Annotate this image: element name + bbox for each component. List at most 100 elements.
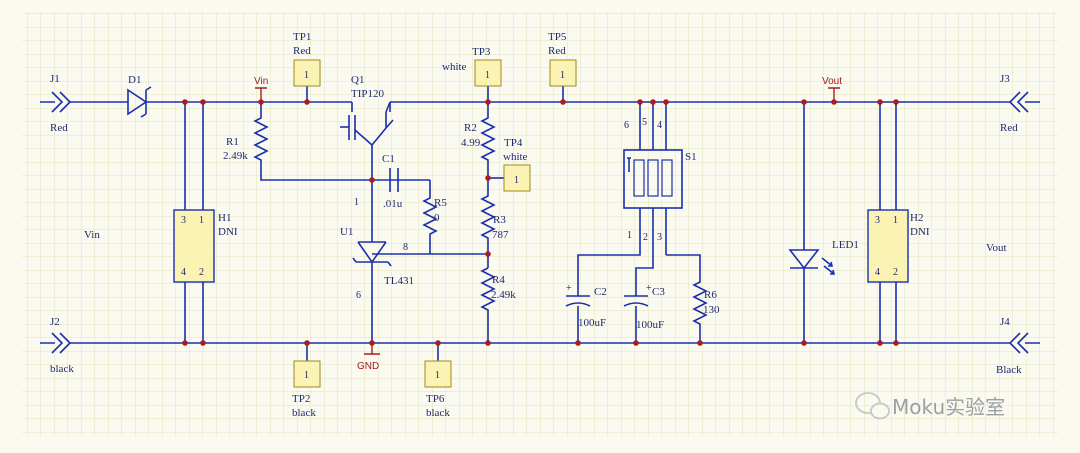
test-point-tp6-ref: TP6 (426, 393, 445, 405)
resistor-r4-value: 2.49k (491, 289, 516, 301)
junction-dot (877, 340, 883, 346)
junction-dot (369, 177, 375, 183)
capacitor-c2-value: 100uF (578, 317, 606, 329)
junction-dot (304, 340, 310, 346)
regulator-u1-ref: U1 (340, 226, 353, 238)
junction-dot (435, 340, 441, 346)
resistor-r3: R3 787 (480, 178, 509, 268)
tp4-pin: 1 (514, 175, 519, 186)
connector-j1-label: Red (50, 122, 68, 134)
diode-d1-ref: D1 (128, 74, 141, 86)
net-label-vin: Vin (254, 76, 268, 87)
regulator-u1: 1 8 6 U1 TL431 (340, 180, 488, 343)
connector-j3-ref: J3 (1000, 73, 1010, 85)
capacitor-c3-value: 100uF (636, 319, 664, 331)
junction-dot (637, 99, 643, 105)
connector-j4-ref: J4 (1000, 316, 1010, 328)
h1-pin-2: 2 (199, 267, 204, 278)
junction-dot (369, 340, 375, 346)
junction-dot (697, 340, 703, 346)
connector-j4: J4 Black (996, 316, 1040, 376)
transistor-q1-ref: Q1 (351, 74, 364, 86)
junction-dot (200, 340, 206, 346)
tp6-pin: 1 (435, 370, 440, 381)
header-h2-ref: H2 (910, 212, 923, 224)
junction-dot (877, 99, 883, 105)
s1-pin-3: 3 (657, 232, 662, 243)
connector-j3: J3 Red (1000, 73, 1040, 134)
resistor-r6: R6 130 (666, 254, 720, 343)
junction-dot (893, 340, 899, 346)
h2-pin-4: 4 (875, 267, 880, 278)
junction-dot (485, 99, 491, 105)
connector-j4-label: Black (996, 364, 1022, 376)
s1-pin-1: 1 (627, 230, 632, 241)
connector-j2-label: black (50, 363, 74, 375)
junction-dot (485, 340, 491, 346)
junction-dot (304, 99, 310, 105)
resistor-r3-ref: R3 (493, 214, 506, 226)
h1-pin-1: 1 (199, 215, 204, 226)
h2-pin-1: 1 (893, 215, 898, 226)
connector-j3-label: Red (1000, 122, 1018, 134)
test-point-tp5: 1 TP5 Red (548, 31, 577, 102)
connector-j1-ref: J1 (50, 73, 60, 85)
test-point-tp5-label: Red (548, 45, 566, 57)
tp1-pin: 1 (304, 70, 309, 81)
net-label-gnd: GND (357, 361, 379, 372)
u1-pin-6: 6 (356, 290, 361, 301)
connector-j2-ref: J2 (50, 316, 60, 328)
resistor-r3-value: 787 (492, 229, 509, 241)
test-point-tp4-ref: TP4 (504, 137, 523, 149)
resistor-r1: R1 2.49k (223, 102, 430, 181)
s1-pin-5: 5 (642, 117, 647, 128)
junction-dot (200, 99, 206, 105)
switch-s1-ref: S1 (685, 151, 697, 163)
test-point-tp2-label: black (292, 407, 316, 419)
header-h1: 3 1 4 2 H1 DNI (173, 102, 238, 343)
resistor-r4-ref: R4 (492, 274, 505, 286)
junction-dots (182, 99, 899, 346)
junction-dot (182, 340, 188, 346)
led-led1: LED1 (788, 102, 859, 343)
h1-pin-4: 4 (181, 267, 186, 278)
test-point-tp2: 1 TP2 black (292, 343, 321, 419)
test-point-tp6: 1 TP6 black (424, 343, 452, 419)
capacitor-c3-ref: C3 (652, 286, 665, 298)
junction-dot (801, 99, 807, 105)
test-point-tp1: 1 TP1 Red (293, 31, 321, 102)
capacitor-c2-ref: C2 (594, 286, 607, 298)
s1-pin-4: 4 (657, 120, 662, 131)
junction-dot (831, 99, 837, 105)
u1-pin-1: 1 (354, 197, 359, 208)
resistor-r5-value: 0 (434, 212, 440, 224)
wechat-icon (855, 392, 890, 420)
test-point-tp4-label: white (503, 151, 528, 163)
test-point-tp2-ref: TP2 (292, 393, 310, 405)
tp2-pin: 1 (304, 370, 309, 381)
s1-pin-2: 2 (643, 232, 648, 243)
junction-dot (801, 340, 807, 346)
test-point-tp3: 1 TP3 white (442, 46, 502, 102)
junction-dot (663, 99, 669, 105)
header-h2-value: DNI (910, 226, 930, 238)
c3-polarity: + (646, 283, 652, 294)
test-point-tp5-ref: TP5 (548, 31, 567, 43)
h2-pin-3: 3 (875, 215, 880, 226)
junction-dot (893, 99, 899, 105)
diode-d1: D1 (122, 74, 152, 118)
net-label-vout: Vout (822, 76, 842, 87)
u1-pin-8: 8 (403, 242, 408, 253)
connector-j1: J1 Red (40, 73, 72, 134)
connector-j2: J2 black (40, 316, 74, 375)
junction-dot (258, 99, 264, 105)
resistor-r2-ref: R2 (464, 122, 477, 134)
resistor-r2-value: 4.99 (461, 137, 481, 149)
resistor-r5: R5 0 (422, 180, 447, 254)
junction-dot (485, 175, 491, 181)
led-led1-ref: LED1 (832, 239, 859, 251)
region-label-vin: Vin (84, 229, 100, 241)
capacitor-c1-value: .01u (383, 198, 403, 210)
resistor-r5-ref: R5 (434, 197, 447, 209)
capacitor-c2: + C2 100uF (565, 232, 641, 343)
